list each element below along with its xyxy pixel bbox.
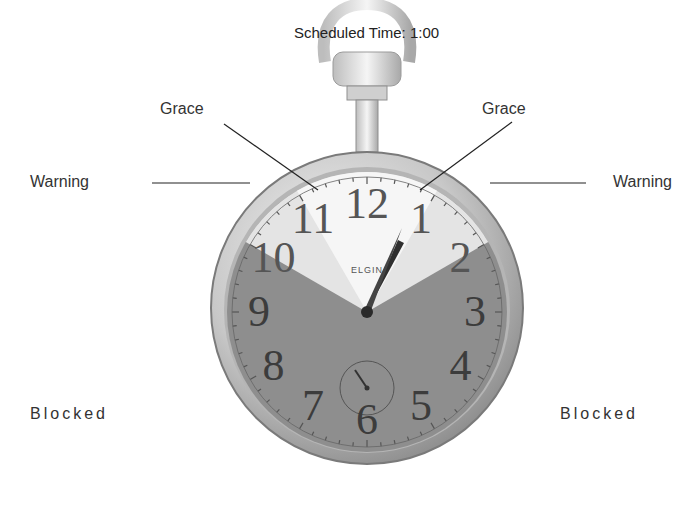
diagram-title: Scheduled Time: 1:00 [294,24,439,41]
dial-numeral: 12 [345,182,389,226]
dial-numeral: 1 [410,197,432,241]
grace-region [297,172,437,312]
minute-track [232,177,502,447]
watch-bezel [224,167,510,453]
blocked-label: Blocked [30,405,108,423]
dial-numeral: 5 [410,384,432,428]
watch-crown [333,52,401,86]
minute-track [232,177,502,447]
blocked-region [227,172,507,452]
dial-numeral: 11 [292,197,334,241]
seconds-hand [365,386,370,391]
watch-stem [356,100,378,152]
warning-region [246,172,488,312]
warning-label: Warning [613,173,672,191]
grace-label: Grace [482,100,526,118]
watch-crown [347,86,387,100]
dial-numeral: 7 [302,384,324,428]
watch-case [211,152,523,464]
leader-line [490,182,586,183]
brand-name: ELGIN [351,265,383,275]
hand-hub [361,306,373,318]
seconds-hand [355,370,367,388]
grace-label: Grace [160,100,204,118]
leader-line [224,124,318,190]
dial-numeral: 8 [263,344,285,388]
blocked-label: Blocked [560,405,638,423]
dial-numeral: 2 [450,236,472,280]
leader-line [420,122,512,190]
dial-numeral: 3 [464,290,486,334]
dial-numeral: 9 [248,290,270,334]
dial-numeral: 10 [252,236,296,280]
leader-line [152,182,250,183]
warning-label: Warning [30,173,89,191]
dial-numeral: 4 [450,344,472,388]
dial-numeral: 6 [356,398,378,442]
